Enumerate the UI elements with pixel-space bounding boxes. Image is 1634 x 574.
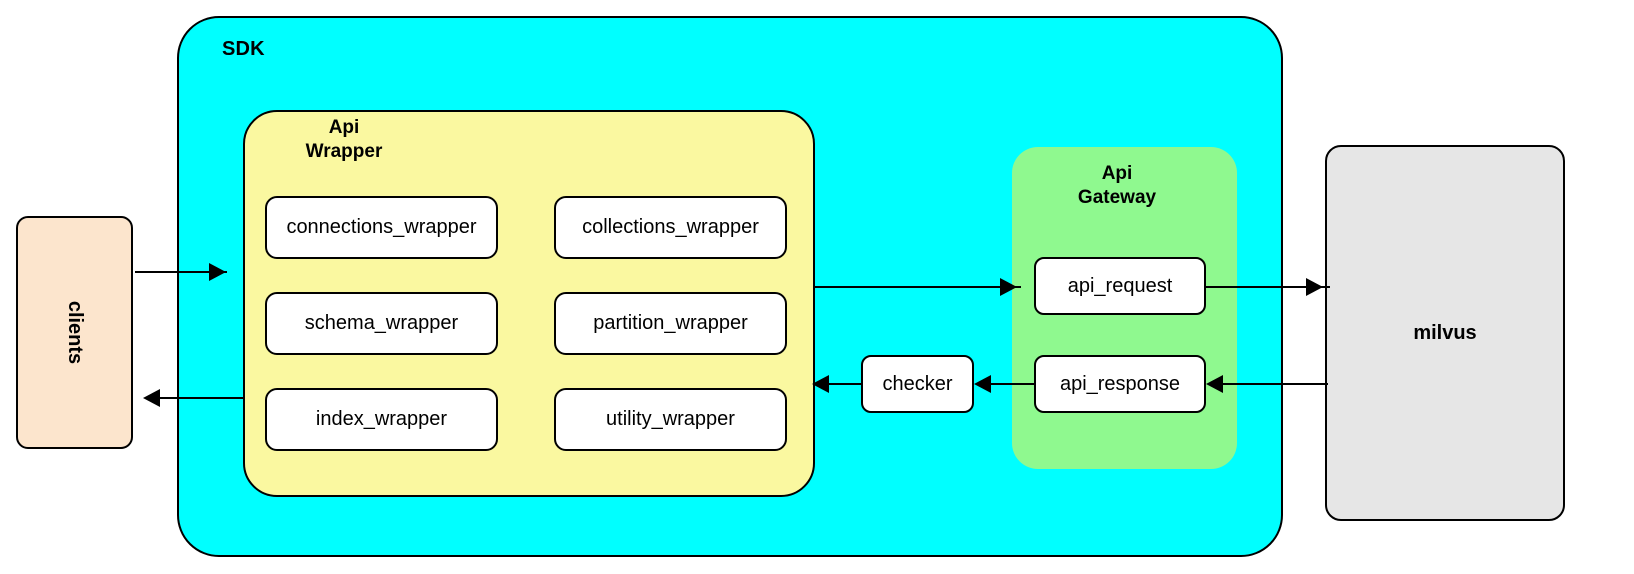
connector-response-to-checker-line: [988, 383, 1034, 385]
api-wrapper-label: Api Wrapper: [256, 116, 432, 164]
node-api-request[interactable]: api_request: [1034, 257, 1206, 315]
node-partition-wrapper[interactable]: partition_wrapper: [554, 292, 787, 355]
connector-milvus-to-response-line: [1218, 383, 1328, 385]
api-gateway-label-line1: Api: [1101, 163, 1133, 184]
connector-wrapper-to-gateway-arrowhead: [1000, 278, 1017, 296]
connector-wrapper-to-gateway-line: [814, 286, 1021, 288]
connector-clients-to-wrapper-arrowhead: [209, 263, 226, 281]
node-clients-label: clients: [63, 300, 86, 365]
node-index-wrapper[interactable]: index_wrapper: [265, 388, 498, 451]
api-gateway-label-line2: Gateway: [1077, 187, 1157, 208]
api-gateway-label: Api Gateway: [1022, 162, 1212, 210]
connector-milvus-to-response-arrowhead: [1206, 375, 1223, 393]
connector-checker-to-wrapper-line: [829, 383, 861, 385]
api-wrapper-label-line2: Wrapper: [305, 141, 383, 162]
node-utility-wrapper[interactable]: utility_wrapper: [554, 388, 787, 451]
node-clients[interactable]: clients: [16, 216, 133, 449]
connector-request-to-milvus-line: [1206, 286, 1330, 288]
connector-wrapper-to-clients-line: [160, 397, 245, 399]
api-wrapper-label-line1: Api: [328, 117, 360, 138]
connector-checker-to-wrapper-arrowhead: [812, 375, 829, 393]
connector-request-to-milvus-arrowhead: [1306, 278, 1323, 296]
connector-response-to-checker-arrowhead: [974, 375, 991, 393]
node-milvus[interactable]: milvus: [1325, 145, 1565, 521]
node-api-response[interactable]: api_response: [1034, 355, 1206, 413]
connector-wrapper-to-clients-arrowhead: [143, 389, 160, 407]
node-collections-wrapper[interactable]: collections_wrapper: [554, 196, 787, 259]
sdk-label: SDK: [222, 38, 265, 60]
connector-clients-to-wrapper-line: [135, 271, 227, 273]
node-connections-wrapper[interactable]: connections_wrapper: [265, 196, 498, 259]
node-checker[interactable]: checker: [861, 355, 974, 413]
node-schema-wrapper[interactable]: schema_wrapper: [265, 292, 498, 355]
